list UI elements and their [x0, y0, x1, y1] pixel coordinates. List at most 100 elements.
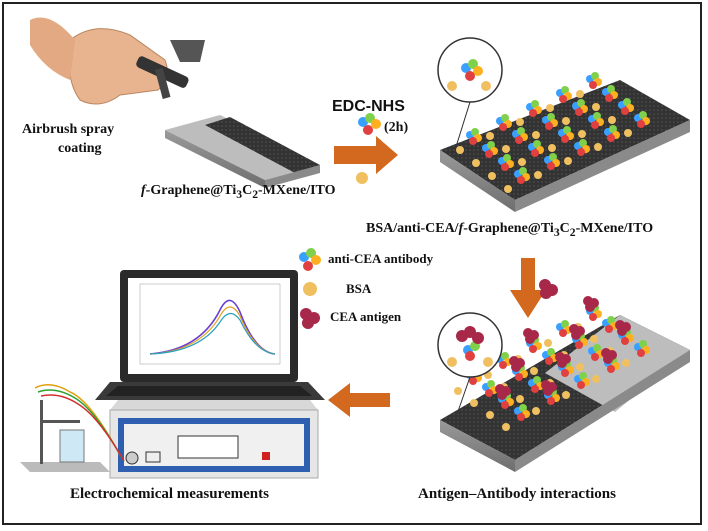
- bsa-icon: [562, 117, 570, 125]
- antibody-icon: [531, 385, 539, 393]
- antibody-icon: [605, 94, 613, 102]
- antigen-icon-small: [539, 279, 558, 299]
- antibody-icon: [487, 141, 495, 149]
- antibody-icon: [561, 369, 569, 377]
- edc-nhs-label: EDC-NHS: [332, 98, 405, 115]
- antibody-icon: [485, 389, 493, 397]
- legend-bsa-icon: [303, 282, 317, 296]
- antibody-icon: [485, 150, 493, 158]
- bsa-icon: [534, 171, 542, 179]
- antibody-icon: [579, 139, 587, 147]
- hand-airbrush-icon: [30, 17, 205, 105]
- antibody-icon: [561, 320, 569, 328]
- modified-electrode-label: BSA/anti-CEA/f-Graphene@Ti3C2-MXene/ITO: [366, 221, 654, 239]
- antibody-icon: [605, 325, 613, 333]
- antibody-icon: [531, 149, 539, 157]
- antibody-icon: [547, 348, 555, 356]
- step5-label: Electrochemical measurements: [70, 486, 269, 502]
- antibody-icon: [501, 163, 509, 171]
- bsa-icon: [502, 423, 510, 431]
- legend-antigen-label: CEA antigen: [330, 309, 402, 324]
- antigen-icon: [511, 362, 521, 372]
- antibody-icon: [575, 108, 583, 116]
- bsa-icon: [576, 363, 584, 371]
- antigen-icon: [557, 358, 567, 368]
- antigen-icon: [585, 302, 595, 312]
- antibody-icon: [607, 365, 615, 373]
- antibody-icon: [561, 86, 569, 94]
- antibody-icon: [533, 376, 541, 384]
- bsa-icon: [624, 129, 632, 137]
- bsa-icon: [544, 339, 552, 347]
- figure-border: [2, 2, 702, 525]
- bsa-icon: [502, 145, 510, 153]
- antibody-icon: [577, 381, 585, 389]
- antibody-icon: [621, 337, 629, 345]
- bsa-icon: [532, 407, 540, 415]
- bsa-icon: [470, 399, 478, 407]
- bsa-icon: [454, 387, 462, 395]
- antibody-icon: [561, 135, 569, 143]
- time-label: (2h): [384, 120, 409, 135]
- antibody-icon: [559, 329, 567, 337]
- airbrush-label-line1: Airbrush spray: [22, 122, 115, 137]
- antibody-icon: [469, 377, 477, 385]
- antibody-icon: [623, 98, 631, 106]
- antibody-icon: [519, 404, 527, 412]
- bsa-icon: [564, 157, 572, 165]
- bsa-icon: [488, 172, 496, 180]
- legend-antibody-label: anti-CEA antibody: [328, 251, 434, 266]
- antibody-icon: [499, 123, 507, 131]
- bsa-icon: [622, 359, 630, 367]
- antibody-icon: [637, 120, 645, 128]
- antibody-icon: [531, 100, 539, 108]
- antibody-icon: [499, 361, 507, 369]
- substrate-1-icon: [165, 115, 320, 188]
- legend-antigen-icon: [300, 308, 320, 329]
- antibody-icon: [639, 111, 647, 119]
- bsa-icon: [590, 335, 598, 343]
- antibody-icon: [545, 357, 553, 365]
- antibody-icon: [529, 345, 537, 353]
- legend-antibody-icon: [299, 248, 321, 271]
- antibody-icon: [517, 413, 525, 421]
- antigen-icon: [617, 326, 627, 336]
- zoom-1-antibody: [447, 59, 491, 91]
- antibody-icon: [501, 401, 509, 409]
- bsa-icon: [532, 131, 540, 139]
- antibody-icon: [589, 313, 597, 321]
- antibody-icon: [501, 114, 509, 122]
- bsa-icon: [546, 104, 554, 112]
- bsa-icon: [472, 159, 480, 167]
- antibody-icon: [503, 154, 511, 162]
- bsa-icon: [548, 144, 556, 152]
- potentiostat-icon: [109, 400, 319, 479]
- antigen-icon: [543, 386, 553, 396]
- bsa-icon: [608, 116, 616, 124]
- antibody-icon: [607, 134, 615, 142]
- airbrush-label-line2: coating: [58, 141, 102, 156]
- antigen-icon: [497, 390, 507, 400]
- legend-bsa-label: BSA: [346, 281, 372, 296]
- bsa-icon: [516, 395, 524, 403]
- bsa-icon-small: [356, 172, 368, 184]
- screen-plot: [139, 283, 281, 365]
- antibody-icon: [501, 352, 509, 360]
- antibody-icon: [607, 85, 615, 93]
- antibody-icon: [533, 140, 541, 148]
- bsa-icon: [516, 118, 524, 126]
- bsa-icon: [456, 146, 464, 154]
- bsa-icon: [504, 185, 512, 193]
- antibody-icon: [515, 373, 523, 381]
- antibody-icon: [563, 126, 571, 134]
- antigen-icon: [571, 330, 581, 340]
- antibody-icon: [575, 341, 583, 349]
- antibody-icon: [577, 148, 585, 156]
- antibody-icon: [589, 81, 597, 89]
- zoom-circle-2: [437, 312, 503, 378]
- antibody-icon: [591, 72, 599, 80]
- bsa-icon: [562, 391, 570, 399]
- antibody-icon: [591, 121, 599, 129]
